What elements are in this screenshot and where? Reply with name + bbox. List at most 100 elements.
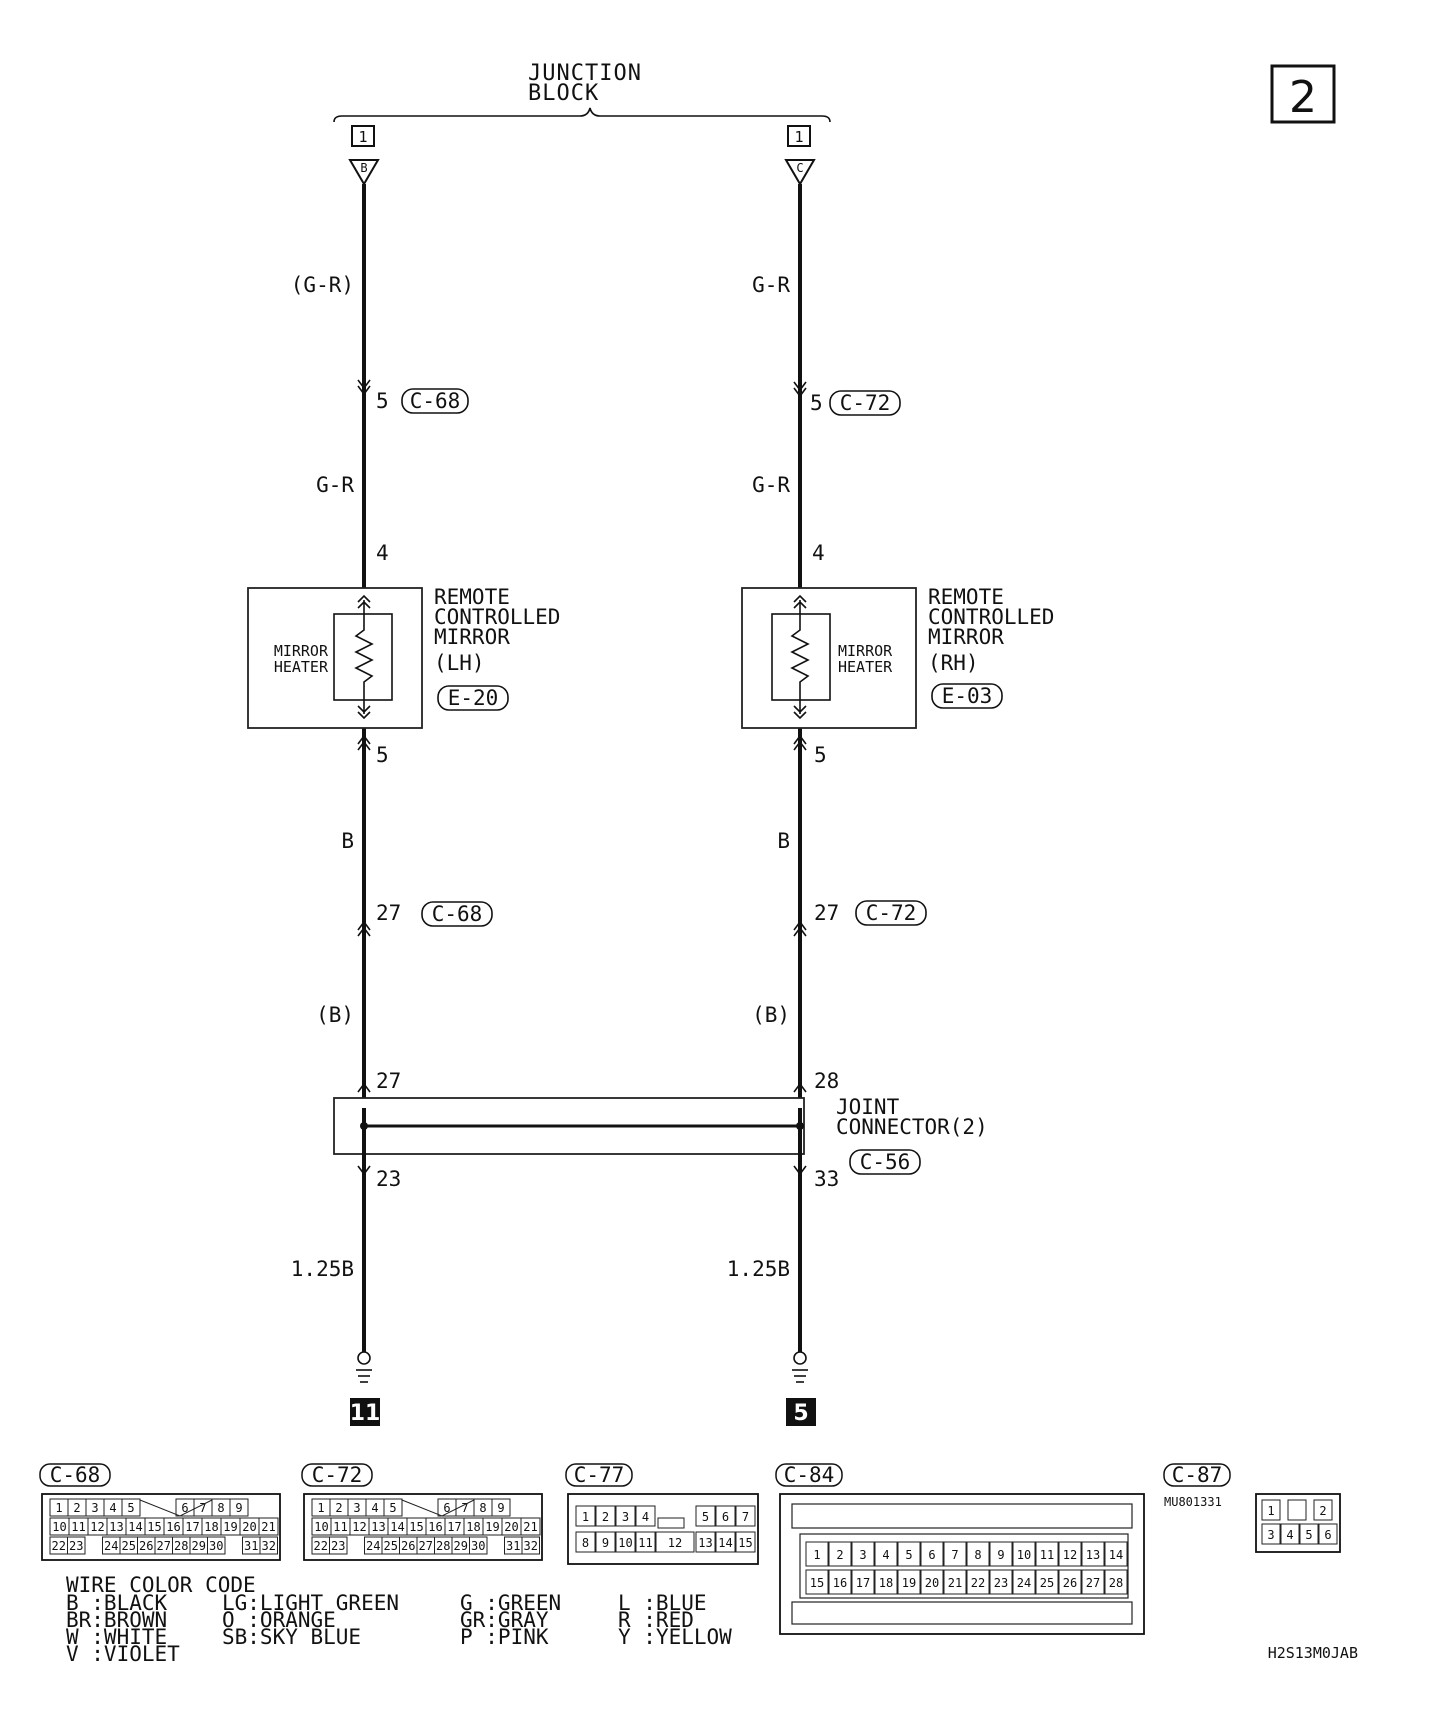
left-circuit: 1 B (G-R) 5 C-68 G-R 4 MIRROR HEATER REM… — [247, 125, 560, 1426]
connector-c77-cell — [695, 1531, 716, 1553]
left-arrow-below-mirror — [357, 734, 371, 751]
connector-c84-pin: 5 — [905, 1548, 912, 1562]
connector-c77-cell — [715, 1505, 736, 1527]
connector-c72-row1-pin: 2 — [335, 1501, 342, 1515]
connector-c77-cell — [715, 1531, 736, 1553]
joint-connector-line1: JOINT — [836, 1095, 900, 1119]
left-jb-terminal-label: B — [360, 161, 367, 175]
connector-c68-row1-pin: 5 — [127, 1501, 134, 1515]
connector-c84-cell — [851, 1569, 875, 1595]
connector-c87-cell — [1280, 1523, 1300, 1545]
connector-c68-row1-cell — [229, 1498, 249, 1517]
connector-c84-pin: 16 — [833, 1576, 847, 1590]
connector-c68-row3-pin: 25 — [122, 1539, 136, 1553]
left-mirror-connector: E-20 — [448, 686, 499, 710]
connector-c72-row2-pin: 18 — [466, 1520, 480, 1534]
connector-c72-row3-pin: 28 — [436, 1539, 450, 1553]
right-c-pin-top: 5 — [810, 391, 823, 415]
connector-c77-cell — [575, 1531, 596, 1553]
connector-c68-row2-pin: 11 — [71, 1520, 85, 1534]
connector-c84-pin: 7 — [951, 1548, 958, 1562]
right-c-connector-bottom: C-72 — [866, 901, 917, 925]
left-joint-pin-out: 23 — [376, 1167, 401, 1191]
connector-c84-pin: 11 — [1040, 1548, 1054, 1562]
left-mirror-pin-bottom: 5 — [376, 743, 389, 767]
connector-c87-cell — [1318, 1523, 1338, 1545]
right-mirror-title-line2: CONTROLLED — [928, 605, 1054, 629]
right-heater-resistor — [790, 600, 810, 714]
connector-c68-row3-cell — [207, 1536, 226, 1555]
right-mirror-pin-bottom: 5 — [814, 743, 827, 767]
connector-c84-cell — [1012, 1569, 1036, 1595]
connector-c77-pin: 14 — [718, 1536, 732, 1550]
connector-c68-row1-cell — [121, 1498, 141, 1517]
connector-c77-pin: 4 — [642, 1510, 649, 1524]
wire-color-code-entry: V :VIOLET — [66, 1642, 180, 1666]
right-c-connector-top-oval — [829, 390, 901, 416]
connector-c68-row2-pin: 15 — [147, 1520, 161, 1534]
connector-c84-cell — [805, 1569, 829, 1595]
connector-c87-pin: 1 — [1267, 1504, 1274, 1518]
left-jb-terminal — [348, 159, 380, 186]
right-jb-box — [787, 125, 811, 147]
connector-c84-pin: 22 — [971, 1576, 985, 1590]
left-c-connector-bottom-oval — [421, 901, 493, 927]
connector-c84-pin: 2 — [836, 1548, 843, 1562]
junction-block-label-line2: BLOCK — [528, 81, 599, 106]
connector-c72-row3-cell — [469, 1536, 488, 1555]
wire-color-code-entry: Y :YELLOW — [618, 1625, 732, 1649]
left-mirror-title-line3: MIRROR — [434, 625, 510, 649]
connector-c77-body — [567, 1493, 759, 1565]
connector-c77-cell — [635, 1505, 656, 1527]
wire-color-code-entry: LG:LIGHT GREEN — [222, 1591, 399, 1615]
connector-c84-cell — [1035, 1541, 1059, 1567]
connector-c72-row3-pin: 25 — [384, 1539, 398, 1553]
left-wire-size: 1.25B — [291, 1257, 354, 1281]
connector-c72-row3-pin: 29 — [454, 1539, 468, 1553]
connector-c84-cell — [897, 1541, 921, 1567]
connector-c84-pin: 3 — [859, 1548, 866, 1562]
connector-c84-lock-bottom — [791, 1601, 1133, 1625]
connector-c77-pin: 13 — [698, 1536, 712, 1550]
joint-splice-right — [796, 1122, 804, 1130]
connector-c84-pin: 6 — [928, 1548, 935, 1562]
right-connector-arrow-bottom — [793, 920, 807, 937]
connector-c72-row1-pin: 1 — [317, 1501, 324, 1515]
connector-c68-row1-pin: 6 — [181, 1501, 188, 1515]
connector-c84-body — [779, 1493, 1145, 1635]
connector-c77-pin: 8 — [582, 1536, 589, 1550]
wire-color-code-entry: B :BLACK — [66, 1591, 168, 1615]
connector-c72-row2-pin: 17 — [447, 1520, 461, 1534]
connector-c84-cell — [943, 1541, 967, 1567]
connector-c84-cell — [1104, 1541, 1128, 1567]
right-mirror-connector: E-03 — [942, 684, 993, 708]
joint-connector: JOINT CONNECTOR(2) C-56 — [333, 1095, 988, 1175]
right-joint-pin-out: 33 — [814, 1167, 839, 1191]
connector-c77-pin: 11 — [638, 1536, 652, 1550]
connector-c77-label: C-77 — [574, 1463, 625, 1487]
connector-c84-cell — [805, 1541, 829, 1567]
wire-color-code-entry: L :BLUE — [618, 1591, 707, 1615]
connector-c84-cell — [897, 1569, 921, 1595]
connector-c68-row2-pin: 17 — [185, 1520, 199, 1534]
connector-c68-row1-pin: 4 — [109, 1501, 116, 1515]
left-wire-color-top: (G-R) — [291, 273, 354, 297]
connector-c84-cell — [920, 1569, 944, 1595]
connector-c72-row3-pin: 23 — [331, 1539, 345, 1553]
connector-c87-cell — [1261, 1499, 1281, 1521]
left-mirror-connector-oval — [437, 685, 509, 711]
connector-c84-cell — [874, 1541, 898, 1567]
connector-c68-row2-pin: 20 — [242, 1520, 256, 1534]
connector-c84-cell — [851, 1541, 875, 1567]
left-c-connector-top: C-68 — [410, 389, 461, 413]
connector-c72-row1-pin: 7 — [461, 1501, 468, 1515]
connector-c84-pin: 26 — [1063, 1576, 1077, 1590]
right-joint-arrow-in — [793, 1082, 807, 1093]
left-mirror-heater-line2: HEATER — [274, 658, 329, 676]
wire-color-code-entry: BR:BROWN — [66, 1608, 167, 1632]
right-ground-symbol — [792, 1351, 808, 1383]
connector-c68-row3-pin: 28 — [174, 1539, 188, 1553]
connector-c77-cell — [735, 1531, 756, 1553]
right-ground-badge — [786, 1398, 816, 1426]
